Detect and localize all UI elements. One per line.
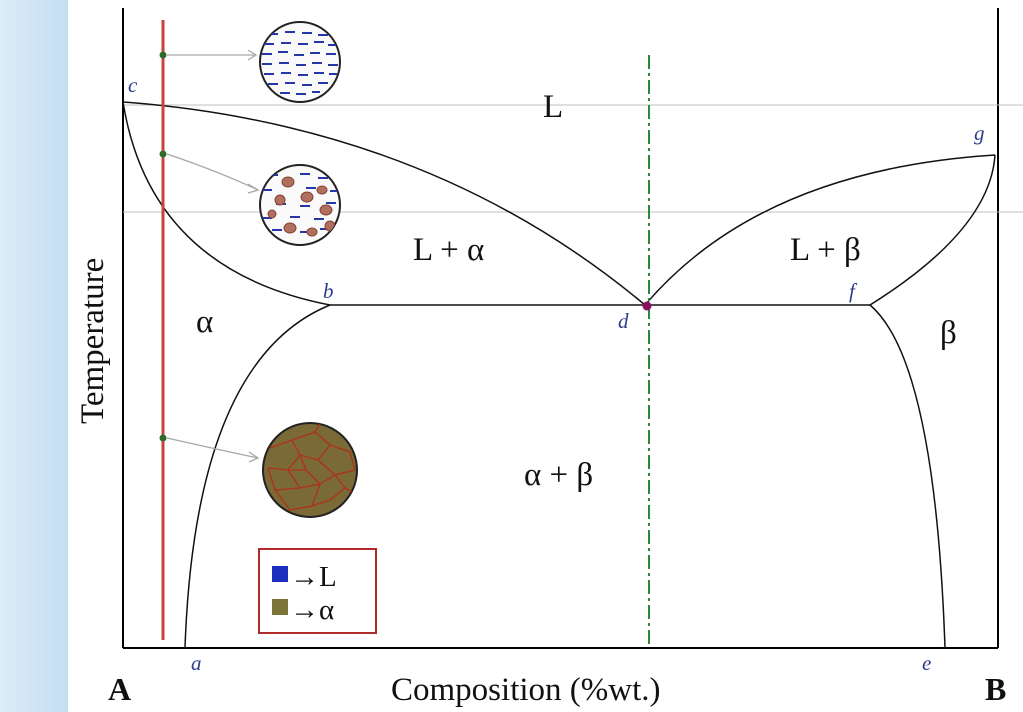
legend-liquid-swatch xyxy=(272,566,288,582)
point-label-e: e xyxy=(922,651,931,675)
point-label-a: a xyxy=(191,651,202,675)
region-liquid: L xyxy=(543,89,563,125)
legend-alpha-swatch xyxy=(272,599,288,615)
microstructure-alpha xyxy=(263,423,357,517)
point-label-b: b xyxy=(323,279,334,303)
eutectic-point xyxy=(643,302,652,311)
liquidus-left xyxy=(123,102,645,305)
x-axis-label: Composition (%wt.) xyxy=(391,672,661,708)
marker-two-phase xyxy=(160,151,167,158)
solidus-right xyxy=(870,155,995,305)
marker-solid xyxy=(160,435,167,442)
region-alpha-beta: α + β xyxy=(524,457,593,493)
microstructure-liquid-alpha xyxy=(260,165,340,245)
microstructure-liquid xyxy=(260,22,340,102)
liquidus-right xyxy=(645,155,995,305)
solvus-right xyxy=(870,305,945,648)
component-b-label: B xyxy=(985,671,1006,707)
region-liquid-beta: L + β xyxy=(790,232,861,268)
legend-alpha-label: →α xyxy=(290,594,334,626)
legend-liquid-label: →L xyxy=(290,561,337,593)
region-liquid-alpha: L + α xyxy=(413,232,484,268)
point-label-d: d xyxy=(618,309,629,333)
region-alpha: α xyxy=(196,304,213,340)
y-axis-label: Temperature xyxy=(75,258,111,424)
component-a-label: A xyxy=(108,671,131,707)
point-label-g: g xyxy=(974,121,985,145)
point-label-c: c xyxy=(128,73,138,97)
legend: →L →α xyxy=(259,549,376,633)
region-beta: β xyxy=(940,315,957,351)
point-label-f: f xyxy=(849,279,858,303)
marker-liquid xyxy=(160,52,167,59)
